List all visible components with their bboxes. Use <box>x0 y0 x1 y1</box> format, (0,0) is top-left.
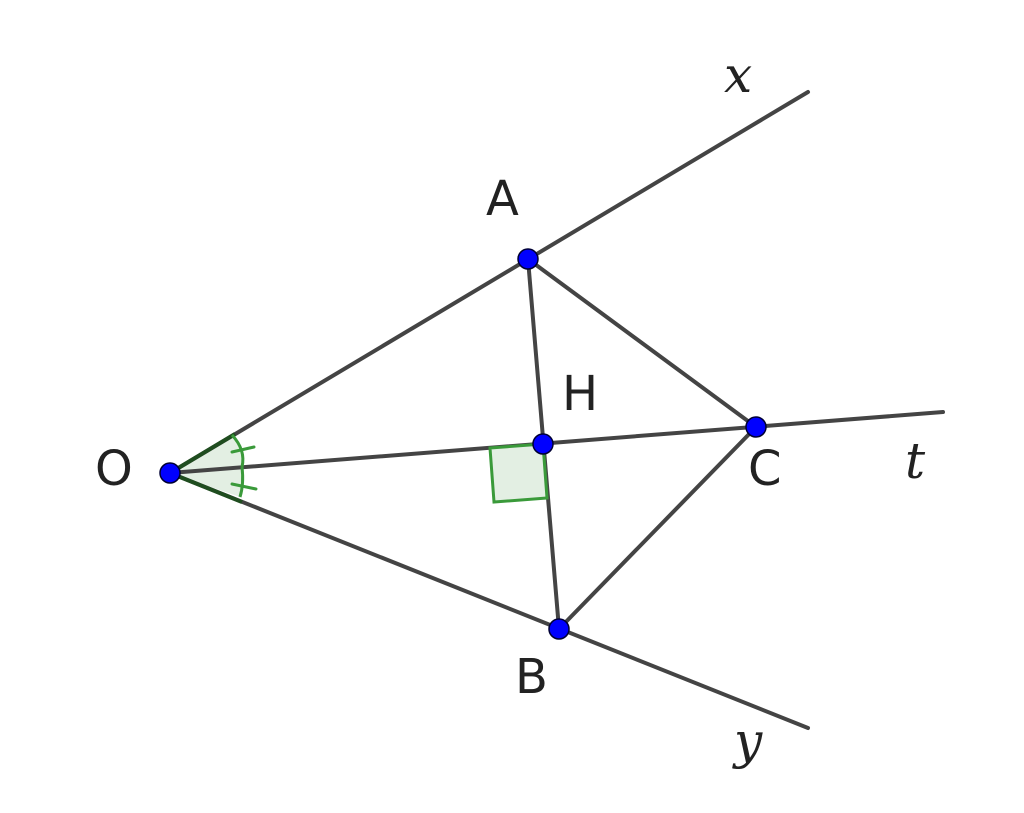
segment-BC <box>557 425 758 631</box>
label-ray-y: y <box>732 712 763 770</box>
label-A: A <box>486 171 519 227</box>
angle-fill-xOy <box>170 435 244 497</box>
ray-Ot <box>168 410 945 475</box>
angle-arc-tOy <box>238 466 245 498</box>
point-C[interactable] <box>745 416 767 438</box>
angle-tick-lower <box>230 482 258 491</box>
segment-AC <box>526 257 758 429</box>
point-H[interactable] <box>532 433 554 455</box>
label-H: H <box>562 366 598 422</box>
angle-tick-upper <box>230 445 256 454</box>
point-B[interactable] <box>548 618 570 640</box>
label-C: C <box>748 441 782 497</box>
label-ray-t: t <box>905 432 926 490</box>
point-O[interactable] <box>159 462 181 484</box>
ray-Ox <box>168 90 810 475</box>
point-A[interactable] <box>517 248 539 270</box>
label-B: B <box>515 649 548 705</box>
ray-Oy <box>168 471 810 730</box>
label-ray-x: x <box>724 46 752 104</box>
angle-edge-lower <box>169 471 243 504</box>
label-O: O <box>95 441 133 497</box>
angle-edge-upper <box>168 432 237 475</box>
right-angle-marker <box>488 442 549 504</box>
